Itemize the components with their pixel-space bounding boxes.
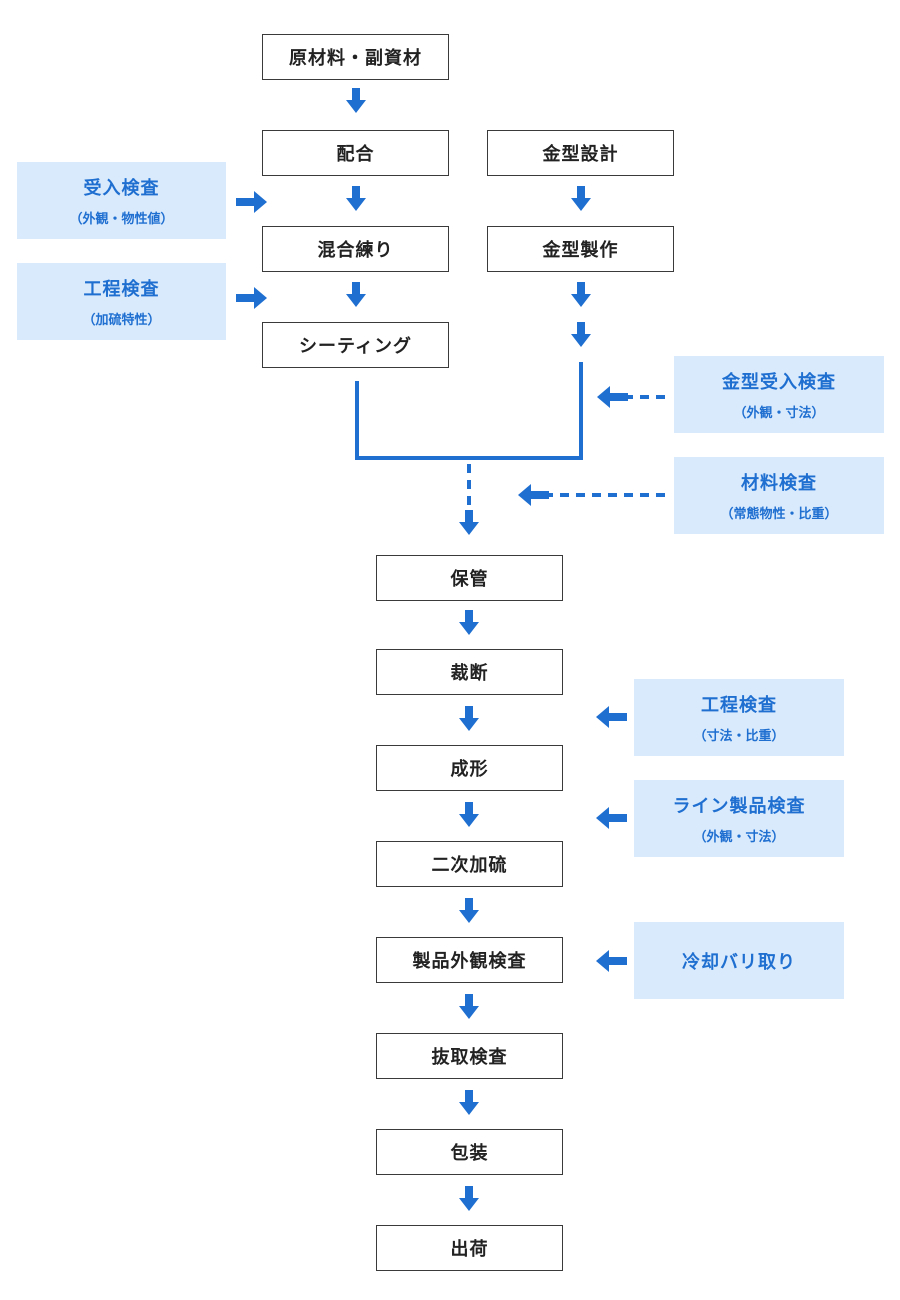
step-secondary-vulcanization-label: 二次加硫 — [431, 855, 508, 876]
step-raw-materials-label: 原材料・副資材 — [289, 48, 422, 69]
arrow-down-icon — [459, 898, 479, 923]
step-packaging-label: 包装 — [450, 1143, 489, 1164]
inspection-deflashing-title: 冷却バリ取り — [682, 951, 796, 973]
step-sampling-inspection-label: 抜取検査 — [431, 1047, 508, 1068]
step-mixing-kneading: 混合練り — [262, 226, 449, 272]
step-mold-design: 金型設計 — [487, 130, 674, 176]
arrow-down-icon — [571, 186, 591, 211]
step-packaging: 包装 — [376, 1129, 563, 1175]
inspection-material: 材料検査 （常態物性・比重） — [674, 457, 884, 534]
step-appearance-inspection: 製品外観検査 — [376, 937, 563, 983]
inspection-deflashing: 冷却バリ取り — [634, 922, 844, 999]
step-storage: 保管 — [376, 555, 563, 601]
arrow-left-icon — [596, 706, 627, 728]
inspection-material-sub: （常態物性・比重） — [720, 507, 838, 522]
inspection-receiving-sub: （外観・物性値） — [69, 212, 174, 227]
inspection-line-product-sub: （外観・寸法） — [693, 830, 785, 845]
inspection-material-title: 材料検査 — [741, 473, 817, 494]
arrow-left-icon — [596, 807, 627, 829]
step-appearance-inspection-label: 製品外観検査 — [412, 951, 527, 972]
arrow-left-icon — [596, 950, 627, 972]
arrow-down-icon — [571, 322, 591, 347]
inspection-process-vulcanization: 工程検査 （加硫特性） — [17, 263, 226, 340]
step-mold-manufacturing: 金型製作 — [487, 226, 674, 272]
step-compounding: 配合 — [262, 130, 449, 176]
arrow-down-icon — [459, 706, 479, 731]
step-molding-label: 成形 — [450, 759, 489, 780]
step-mixing-kneading-label: 混合練り — [317, 240, 394, 261]
arrow-down-icon — [459, 802, 479, 827]
step-storage-label: 保管 — [450, 569, 489, 590]
arrow-down-icon — [459, 510, 479, 535]
inspection-mold-receiving-title: 金型受入検査 — [722, 372, 836, 393]
inspection-process-vulcanization-sub: （加硫特性） — [82, 313, 161, 328]
arrow-down-icon — [459, 1186, 479, 1211]
arrow-down-icon — [346, 186, 366, 211]
step-mold-manufacturing-label: 金型製作 — [542, 240, 619, 261]
step-secondary-vulcanization: 二次加硫 — [376, 841, 563, 887]
arrow-left-icon — [518, 484, 549, 506]
inspection-process-vulcanization-title: 工程検査 — [83, 279, 160, 300]
step-shipping-label: 出荷 — [450, 1239, 489, 1260]
step-mold-design-label: 金型設計 — [542, 144, 619, 165]
inspection-process-dimension-sub: （寸法・比重） — [693, 729, 785, 744]
step-raw-materials: 原材料・副資材 — [262, 34, 449, 80]
arrow-down-icon — [571, 282, 591, 307]
arrow-right-icon — [236, 287, 267, 309]
inspection-mold-receiving-sub: （外観・寸法） — [733, 406, 825, 421]
inspection-line-product: ライン製品検査 （外観・寸法） — [634, 780, 844, 857]
inspection-line-product-title: ライン製品検査 — [672, 796, 806, 817]
inspection-process-dimension: 工程検査 （寸法・比重） — [634, 679, 844, 756]
inspection-receiving-title: 受入検査 — [83, 178, 160, 199]
arrow-down-icon — [346, 282, 366, 307]
step-molding: 成形 — [376, 745, 563, 791]
step-cutting-label: 裁断 — [450, 663, 489, 684]
merge-connector — [355, 362, 583, 460]
arrow-down-icon — [459, 1090, 479, 1115]
step-sheeting-label: シーティング — [299, 336, 412, 357]
step-shipping: 出荷 — [376, 1225, 563, 1271]
step-sampling-inspection: 抜取検査 — [376, 1033, 563, 1079]
arrow-left-icon — [597, 386, 628, 408]
arrow-down-icon — [459, 994, 479, 1019]
arrow-right-icon — [236, 191, 267, 213]
inspection-mold-receiving: 金型受入検査 （外観・寸法） — [674, 356, 884, 433]
step-sheeting: シーティング — [262, 322, 449, 368]
inspection-process-dimension-title: 工程検査 — [701, 695, 777, 716]
inspection-receiving: 受入検査 （外観・物性値） — [17, 162, 226, 239]
arrow-down-icon — [346, 88, 366, 113]
step-compounding-label: 配合 — [336, 144, 375, 165]
step-cutting: 裁断 — [376, 649, 563, 695]
arrow-down-icon — [459, 610, 479, 635]
